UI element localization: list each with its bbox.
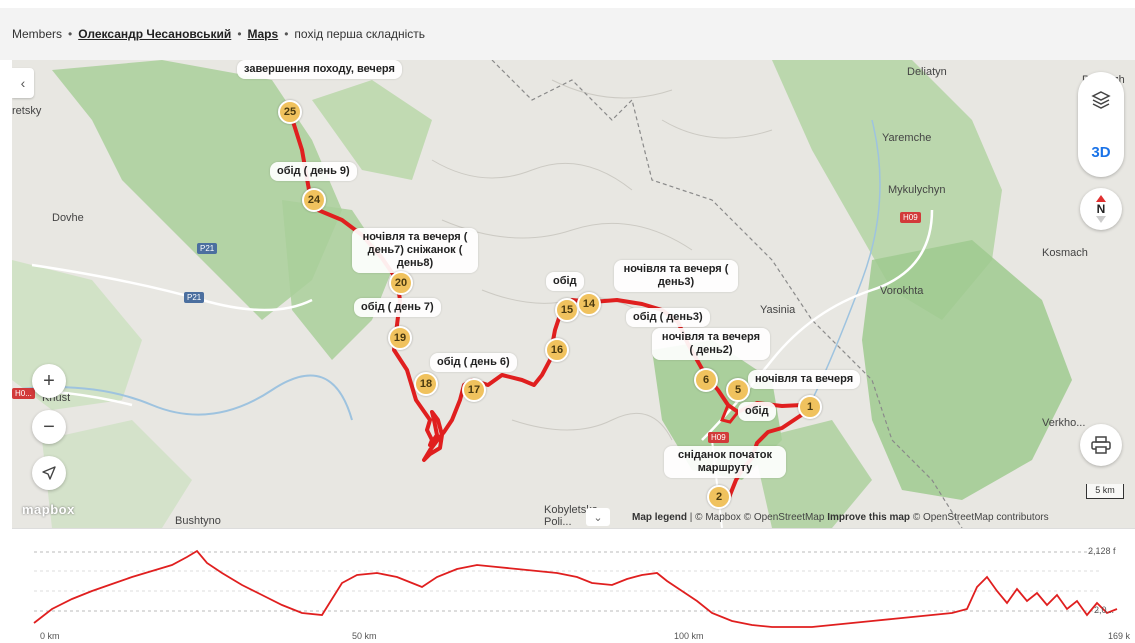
elevation-min-label: 2,0...: [1094, 605, 1115, 615]
road-shield-h09: H0...: [12, 388, 35, 399]
compass-north-label: N: [1096, 202, 1106, 216]
place-deliatyn: Deliatyn: [907, 66, 947, 78]
x-tick-50km: 50 km: [352, 631, 377, 641]
layers-button[interactable]: [1078, 80, 1124, 120]
place-verkhovyna: Verkho...: [1042, 417, 1086, 429]
breadcrumb-maps-link[interactable]: Maps: [247, 27, 279, 41]
breadcrumb: Members • Олександр Чесановський • Maps …: [0, 8, 1135, 60]
place-mykulychyn: Mykulychyn: [888, 184, 946, 196]
x-tick-100km: 100 km: [674, 631, 704, 641]
x-tick-0km: 0 km: [40, 631, 60, 641]
collapse-panel-button[interactable]: ‹: [12, 68, 34, 98]
map-legend-link[interactable]: Map legend: [632, 512, 688, 523]
place-retsky: retsky: [12, 105, 42, 117]
waypoint-marker[interactable]: 16: [545, 338, 569, 362]
waypoint-marker[interactable]: 25: [278, 100, 302, 124]
osm-attribution-link[interactable]: © OpenStreetMap: [743, 512, 825, 523]
place-dovhe: Dovhe: [52, 212, 84, 224]
print-button[interactable]: [1080, 424, 1122, 466]
locate-button[interactable]: [32, 456, 66, 490]
zoom-out-button[interactable]: −: [32, 410, 66, 444]
breadcrumb-separator: •: [68, 27, 73, 41]
waypoint-marker[interactable]: 6: [694, 368, 718, 392]
compass-icon: [1096, 195, 1106, 202]
locate-arrow-icon: [42, 466, 56, 480]
breadcrumb-user-link[interactable]: Олександр Чесановський: [78, 27, 232, 41]
waypoint-marker[interactable]: 15: [555, 298, 579, 322]
waypoint-marker[interactable]: 5: [726, 378, 750, 402]
map-control-stack: 3D: [1078, 72, 1124, 177]
waypoint-label-14: ночівля та вечеря ( день3): [614, 260, 738, 292]
waypoint-label-5: ночівля та вечеря: [748, 370, 861, 389]
waypoint-label-24: обід ( день 9): [270, 162, 357, 181]
chevron-left-icon: ‹: [20, 75, 26, 91]
place-yasinia: Yasinia: [760, 304, 796, 316]
map-canvas[interactable]: Deliatyn Pe...nizh retsky Yaremche Mykul…: [12, 60, 1135, 528]
elevation-profile[interactable]: 2,128 f 2,0... 0 km 50 km 100 km 169 k: [12, 528, 1135, 643]
road-shield-p21: P21: [184, 292, 205, 303]
compass-button[interactable]: N: [1080, 188, 1122, 230]
place-yaremche: Yaremche: [882, 132, 932, 144]
place-kobyletska-poliana: Kobyletska Poli...: [544, 504, 598, 528]
place-kosmach: Kosmach: [1042, 247, 1088, 259]
mapbox-logo: mapbox: [22, 502, 75, 517]
scale-bar: 5 km: [1086, 484, 1124, 499]
waypoint-label-6: ночівля та вечеря ( день2): [652, 328, 770, 360]
breadcrumb-separator: •: [237, 27, 242, 41]
waypoint-marker[interactable]: 14: [577, 292, 601, 316]
page-top-strip: [0, 0, 1135, 8]
waypoint-marker[interactable]: 17: [462, 378, 486, 402]
mapbox-attribution-link[interactable]: © Mapbox: [695, 512, 741, 523]
waypoint-marker[interactable]: 2: [707, 485, 731, 509]
chevron-down-icon: ⌄: [593, 511, 603, 524]
place-vorokhta: Vorokhta: [880, 285, 924, 297]
waypoint-marker[interactable]: 20: [389, 271, 413, 295]
waypoint-label-lunch-day3: обід ( день3): [626, 308, 710, 327]
waypoint-label-20: ночівля та вечеря ( день7) сніжанок ( де…: [352, 228, 478, 273]
road-shield-h09: H09: [708, 432, 729, 443]
terrain-layer: [12, 60, 1135, 528]
elevation-chart: [33, 549, 1118, 628]
waypoint-marker[interactable]: 24: [302, 188, 326, 212]
waypoint-label-15: обід: [546, 272, 584, 291]
waypoint-label-19: обід ( день 7): [354, 298, 441, 317]
waypoint-label-17: обід ( день 6): [430, 353, 517, 372]
waypoint-marker[interactable]: 19: [388, 326, 412, 350]
waypoint-marker[interactable]: 18: [414, 372, 438, 396]
map-attribution: Map legend | © Mapbox © OpenStreetMap Im…: [632, 512, 1049, 523]
breadcrumb-route-title: похід перша складність: [294, 27, 426, 41]
waypoint-label-lunch: обід: [738, 402, 776, 421]
improve-map-link[interactable]: Improve this map: [827, 512, 911, 523]
elevation-max-label: 2,128 f: [1088, 546, 1116, 556]
waypoint-marker[interactable]: 1: [798, 395, 822, 419]
road-shield-h09: H09: [900, 212, 921, 223]
compass-south-icon: [1096, 216, 1106, 223]
place-bushtyno: Bushtyno: [175, 515, 221, 527]
road-shield-p21: P21: [197, 243, 218, 254]
zoom-in-button[interactable]: +: [32, 364, 66, 398]
layers-icon: [1091, 91, 1111, 109]
3d-toggle-button[interactable]: 3D: [1091, 143, 1111, 161]
x-tick-169km: 169 k: [1108, 631, 1131, 641]
waypoint-label-2: сніданок початок маршруту: [664, 446, 786, 478]
osm-contributors-link[interactable]: © OpenStreetMap contributors: [912, 512, 1049, 523]
legend-toggle-button[interactable]: ⌄: [586, 508, 610, 526]
breadcrumb-separator: •: [284, 27, 289, 41]
breadcrumb-members[interactable]: Members: [12, 27, 63, 41]
print-icon: [1091, 436, 1111, 454]
waypoint-label-25: завершення походу, вечеря: [237, 60, 402, 79]
